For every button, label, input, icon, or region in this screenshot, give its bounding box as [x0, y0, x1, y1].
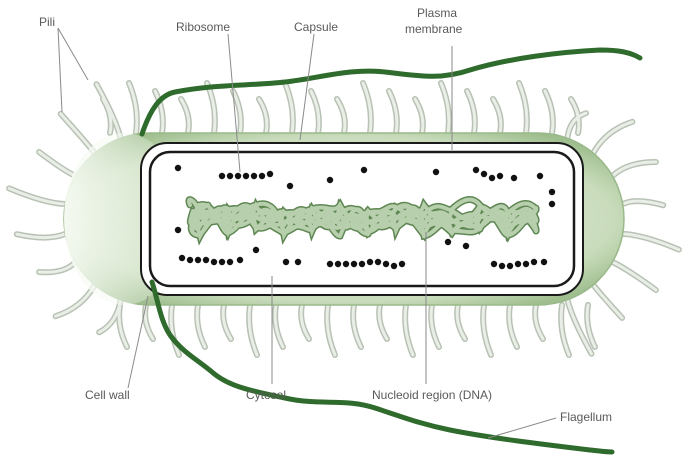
ribosome-dot — [283, 259, 289, 265]
label-ribosome: Ribosome — [176, 20, 230, 34]
label-capsule: Capsule — [294, 20, 338, 34]
ribosome-dot — [473, 167, 479, 173]
ribosome-dot — [481, 171, 487, 177]
ribosome-dot — [195, 257, 201, 263]
ribosome-dot — [523, 261, 529, 267]
ribosome-dot — [511, 175, 517, 181]
ribosome-dot — [515, 261, 521, 267]
label-plasma-line1: Plasma — [417, 6, 457, 20]
ribosome-dot — [489, 175, 495, 181]
ribosome-dot — [219, 173, 225, 179]
ribosome-dot — [375, 259, 381, 265]
ribosome-dot — [541, 259, 547, 265]
ribosome-dot — [367, 259, 373, 265]
label-cell-wall: Cell wall — [85, 388, 130, 402]
ribosome-dot — [243, 173, 249, 179]
pilus — [593, 285, 622, 318]
ribosome-dot — [531, 259, 537, 265]
ribosome-dot — [187, 257, 193, 263]
ribosome-dot — [253, 247, 259, 253]
ribosome-dot — [175, 165, 181, 171]
ribosome-dot — [445, 239, 451, 245]
ribosome-dot — [287, 183, 293, 189]
ribosome-dot — [549, 189, 555, 195]
ribosome-dot — [335, 261, 341, 267]
pilus — [56, 285, 95, 316]
ribosome-dot — [499, 263, 505, 269]
label-plasma-line2: membrane — [405, 22, 463, 36]
ribosome-dot — [351, 261, 357, 267]
label-cytosol: Cytosol — [246, 388, 286, 402]
ribosome-dot — [267, 171, 273, 177]
ribosome-dot — [175, 227, 181, 233]
ribosome-dot — [327, 177, 333, 183]
label-flagellum: Flagellum — [560, 410, 612, 424]
pilus — [613, 262, 656, 290]
ribosome-dot — [359, 261, 365, 267]
ribosome-dot — [237, 257, 243, 263]
ribosome-dot — [391, 263, 397, 269]
ribosome-dot — [383, 261, 389, 267]
label-pili: Pili — [39, 15, 55, 29]
ribosome-dot — [549, 201, 555, 207]
ribosome-dot — [399, 261, 405, 267]
ribosome-dot — [179, 255, 185, 261]
ribosome-dot — [251, 173, 257, 179]
ribosome-dot — [463, 243, 469, 249]
ribosome-dot — [327, 261, 333, 267]
ribosome-dot — [227, 173, 233, 179]
ribosome-dot — [259, 173, 265, 179]
ribosome-dot — [295, 259, 301, 265]
pilus — [39, 152, 75, 176]
ribosome-dot — [507, 263, 513, 269]
ribosome-dot — [361, 167, 367, 173]
ribosome-dot — [211, 259, 217, 265]
label-nucleoid: Nucleoid region (DNA) — [372, 388, 492, 402]
ribosome-dot — [343, 261, 349, 267]
ribosome-dot — [433, 169, 439, 175]
ribosome-dot — [491, 261, 497, 267]
ribosome-dot — [235, 173, 241, 179]
ribosome-dot — [227, 259, 233, 265]
ribosome-dot — [203, 257, 209, 263]
pilus — [593, 122, 632, 153]
ribosome-dot — [497, 173, 503, 179]
ribosome-dot — [537, 173, 543, 179]
ribosome-dot — [219, 259, 225, 265]
pilus — [61, 114, 95, 153]
